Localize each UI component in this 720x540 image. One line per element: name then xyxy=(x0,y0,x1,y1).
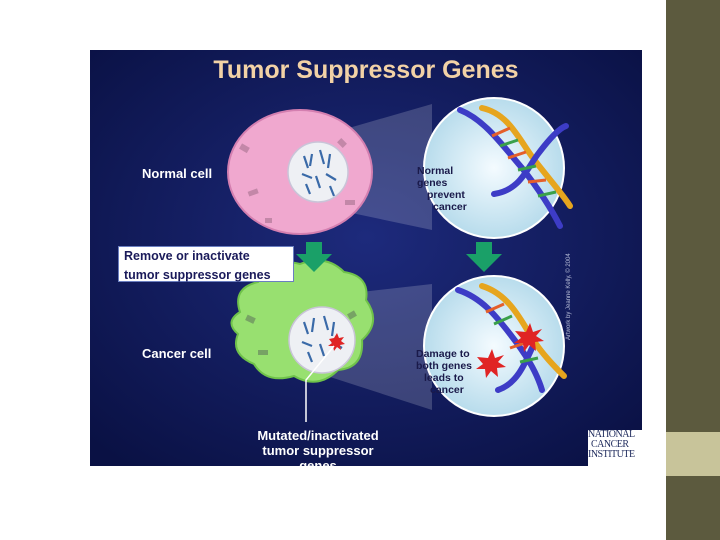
artwork-credit: Artwork by Jeanne Kelly, © 2004 xyxy=(566,253,572,340)
down-arrow-icons xyxy=(296,242,502,272)
diagram-title: Tumor Suppressor Genes xyxy=(213,56,519,84)
cancer-cell-icon xyxy=(230,259,374,383)
slide-sidebar-tab xyxy=(666,432,720,476)
callout-line-1: Remove or inactivate xyxy=(124,249,250,263)
callout-line-2: tumor suppressor genes xyxy=(124,268,271,282)
normal-cell-icon xyxy=(227,109,373,235)
remove-genes-callout: Remove or inactivate tumor suppressor ge… xyxy=(118,246,294,282)
damaged-genes-zoom-icon xyxy=(423,275,567,417)
damage-label: Damage to both genes leads to cancer xyxy=(416,348,473,396)
normal-genes-label: Normal genes prevent cancer xyxy=(417,165,467,213)
tumor-suppressor-diagram: Tumor Suppressor Genes Normal cell Cance… xyxy=(90,50,642,473)
diagram-artwork xyxy=(90,50,642,466)
mutated-genes-label: Mutated/inactivated tumor suppressor gen… xyxy=(257,428,379,473)
nci-logo: NATIONAL CANCER INSTITUTE xyxy=(588,430,642,466)
mutation-pointer-line xyxy=(305,345,335,422)
cancer-cell-label: Cancer cell xyxy=(142,346,212,361)
normal-genes-zoom-icon xyxy=(423,97,573,239)
normal-cell-label: Normal cell xyxy=(142,166,213,181)
